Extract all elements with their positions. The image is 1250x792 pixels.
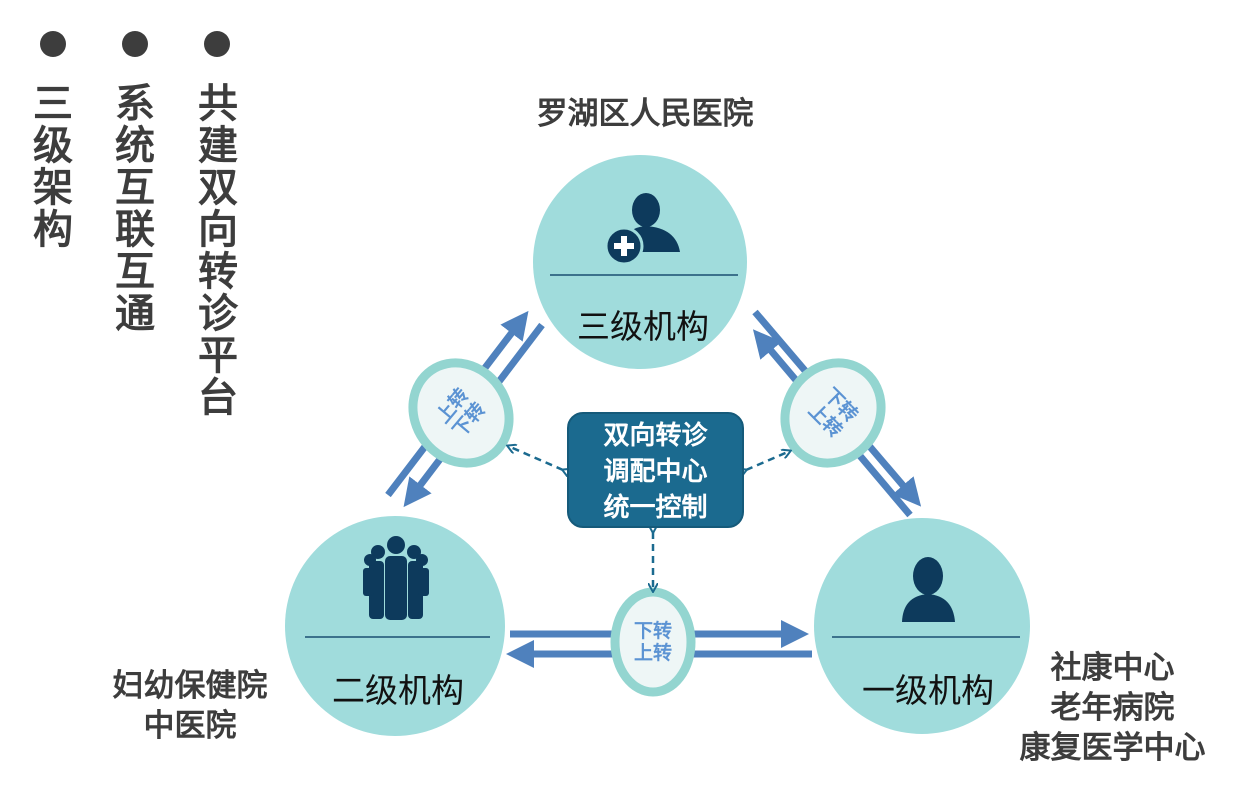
label-line: 康复医学中心 bbox=[1019, 730, 1206, 766]
transfer-left-ellipse bbox=[408, 358, 514, 468]
transfer-text: 下转 bbox=[633, 620, 672, 642]
feature-interconnect: 系统互联互通 bbox=[108, 82, 154, 334]
right-node-label: 社康中心 老年病院 康复医学中心 bbox=[990, 648, 1235, 768]
transfer-right-ellipse bbox=[780, 358, 886, 468]
top-node-title: 三级机构 bbox=[577, 307, 709, 346]
referral-control-center: 双向转诊 调配中心 统一控制 bbox=[567, 412, 744, 528]
bullet-icon bbox=[204, 31, 230, 57]
left-node-label: 妇幼保健院 中医院 bbox=[85, 666, 295, 746]
label-line: 中医院 bbox=[143, 708, 237, 744]
right-node-title: 一级机构 bbox=[862, 671, 994, 710]
transfer-bottom-label: 下转 上转 bbox=[623, 620, 683, 664]
label-line: 社康中心 bbox=[1050, 650, 1175, 686]
doctor-icon bbox=[604, 193, 680, 266]
top-node-label: 罗湖区人民医院 bbox=[536, 96, 754, 132]
transfer-text: 上转 bbox=[633, 642, 672, 664]
left-node-title: 二级机构 bbox=[332, 671, 464, 710]
center-line: 双向转诊 bbox=[603, 421, 708, 451]
dashed-connector-left bbox=[508, 446, 563, 470]
center-line: 调配中心 bbox=[603, 457, 708, 487]
center-line: 统一控制 bbox=[603, 493, 708, 523]
top-node-circle bbox=[533, 155, 747, 369]
label-line: 老年病院 bbox=[1050, 690, 1175, 726]
feature-three-tier: 三级架构 bbox=[26, 82, 72, 250]
label-line: 妇幼保健院 bbox=[112, 668, 268, 704]
left-node-circle bbox=[285, 516, 505, 736]
feature-referral-platform: 共建双向转诊平台 bbox=[191, 82, 237, 418]
bullet-icon bbox=[122, 31, 148, 57]
dashed-connector-right bbox=[746, 451, 790, 470]
group-people-icon bbox=[363, 536, 429, 620]
person-icon bbox=[902, 557, 955, 622]
right-node-circle bbox=[814, 518, 1030, 734]
bullet-icon bbox=[40, 31, 66, 57]
